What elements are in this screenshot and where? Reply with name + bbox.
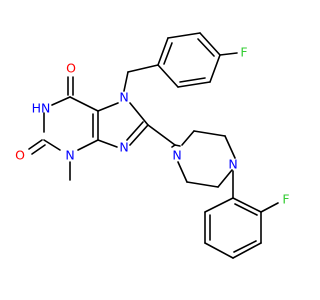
bond-n3-c4 xyxy=(77,139,99,151)
bond-c6-n1 xyxy=(51,96,71,106)
bond-ar1-e-inner xyxy=(179,77,206,83)
bond-ar2-c xyxy=(232,242,262,259)
bond-pip-c xyxy=(224,135,236,159)
bond-ar1-c-inner xyxy=(197,38,215,57)
bond-ar2-f-bond xyxy=(260,202,279,213)
bond-pip-f xyxy=(177,161,188,183)
atom-n9: N xyxy=(119,140,128,155)
bond-c5-n7 xyxy=(97,102,119,112)
bond-pip-d xyxy=(217,169,233,188)
bond-ch2-npip-2 xyxy=(174,144,181,147)
atom-n3: N xyxy=(65,148,74,163)
molecule-drawing: O N F HN N N O N N F xyxy=(15,32,290,259)
bond-ch2-ar xyxy=(127,64,159,73)
atom-n7: N xyxy=(119,90,128,105)
bond-c8-n9-double xyxy=(126,121,144,141)
bond-ar2-a xyxy=(232,197,262,213)
bond-ar1-f xyxy=(157,64,179,88)
bond-ar1-d xyxy=(209,54,221,83)
bond-c6-c5 xyxy=(69,96,99,112)
bond-ar1-a-inner xyxy=(163,42,173,65)
bond-ar1-e xyxy=(177,81,211,88)
bond-pip-e xyxy=(186,181,219,188)
bond-n7-c8 xyxy=(129,102,149,126)
bond-ar1-c xyxy=(199,32,221,56)
atom-n-pip-1: N xyxy=(172,148,181,163)
bond-c8-n9 xyxy=(129,124,149,146)
atom-hn1: HN xyxy=(32,101,51,116)
bond-n9-c4 xyxy=(97,139,118,148)
atom-o-top: O xyxy=(66,61,76,76)
atom-n-pip-4: N xyxy=(228,157,237,172)
bond-ar2-f xyxy=(204,197,234,213)
structure-diagram: O N F HN N N O N N F xyxy=(15,32,290,259)
bond-ar2-c-inner xyxy=(233,240,257,253)
bond-pip-b xyxy=(193,130,226,137)
bond-c2-n3 xyxy=(43,139,61,151)
bond-c2-o xyxy=(28,139,43,150)
bond-c2-o-double xyxy=(31,144,46,155)
bond-n7-ch2 xyxy=(123,71,129,92)
bond-pip-a xyxy=(181,130,195,146)
bond-c8-ch2 xyxy=(147,124,176,146)
atom-f-bottom: F xyxy=(282,192,289,207)
bond-ar2-d xyxy=(204,242,234,259)
bond-ar2-a-inner xyxy=(234,203,258,216)
atom-f-top: F xyxy=(240,45,247,60)
bond-ar1-f-bond xyxy=(219,52,238,56)
bond-ar1-b xyxy=(167,32,201,39)
atom-o-bottom: O xyxy=(15,148,25,163)
bond-ar1-a xyxy=(157,37,169,66)
